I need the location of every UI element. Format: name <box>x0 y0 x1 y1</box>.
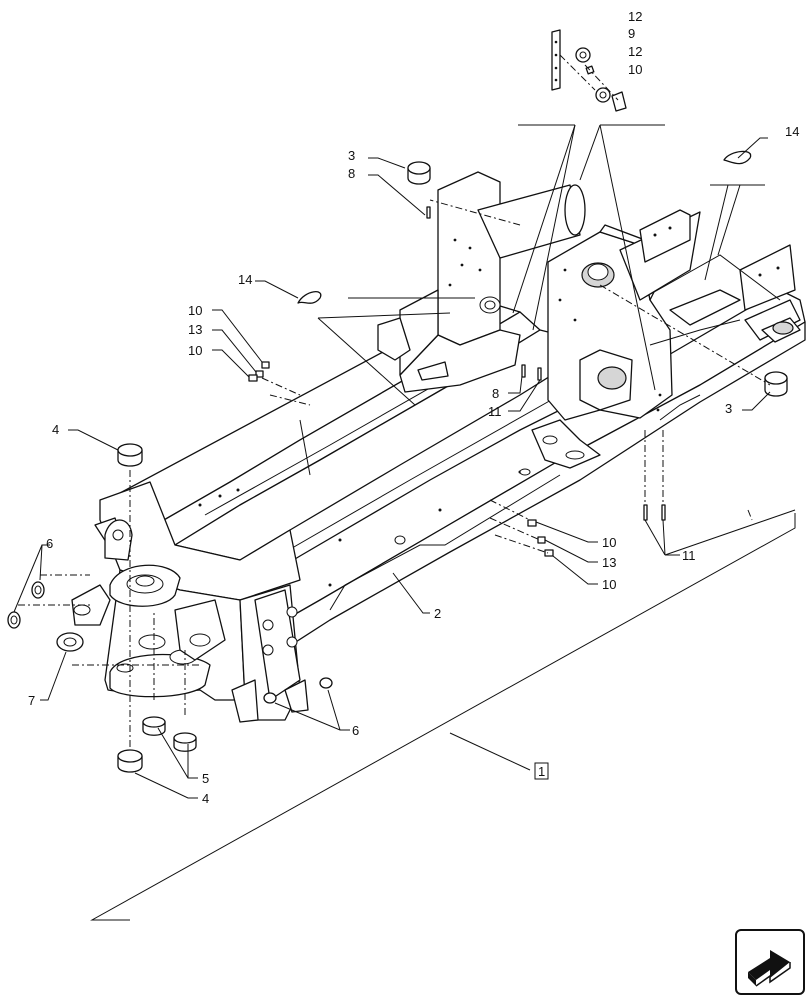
callouts: 12 9 12 10 14 3 8 14 10 13 10 8 11 3 4 6… <box>28 9 799 806</box>
callout-4-bottom: 4 <box>202 791 209 806</box>
center-lines <box>18 54 771 750</box>
view-direction-arrow-icon <box>735 929 805 995</box>
callout-10-right-a: 10 <box>602 535 616 550</box>
callout-1: 1 <box>538 764 545 779</box>
callout-9: 9 <box>628 26 635 41</box>
callout-8-mid: 8 <box>492 386 499 401</box>
callout-1-box <box>534 762 549 780</box>
callout-5: 5 <box>202 771 209 786</box>
callout-3-right: 3 <box>725 401 732 416</box>
callout-10-left-a: 10 <box>188 303 202 318</box>
callout-2: 2 <box>434 606 441 621</box>
callout-11-right: 11 <box>682 548 696 563</box>
callout-14-right: 14 <box>785 124 799 139</box>
callout-6-left: 6 <box>46 536 53 551</box>
callout-10-right-b: 10 <box>602 577 616 592</box>
callout-11-mid: 11 <box>488 404 502 419</box>
callout-12-second: 12 <box>628 44 642 59</box>
callout-10-top: 10 <box>628 62 642 77</box>
callout-13-left: 13 <box>188 322 202 337</box>
callout-3-top: 3 <box>348 148 355 163</box>
callout-12-top: 12 <box>628 9 642 24</box>
rear-right-section <box>619 209 801 346</box>
callout-13-right: 13 <box>602 555 616 570</box>
callout-4-top: 4 <box>52 422 59 437</box>
loose-parts <box>7 29 788 773</box>
callout-7: 7 <box>28 693 35 708</box>
leader-lines <box>13 124 796 921</box>
callout-10-left-b: 10 <box>188 343 202 358</box>
callout-6-bottom: 6 <box>352 723 359 738</box>
callout-8-top: 8 <box>348 166 355 181</box>
callout-14-left: 14 <box>238 272 252 287</box>
